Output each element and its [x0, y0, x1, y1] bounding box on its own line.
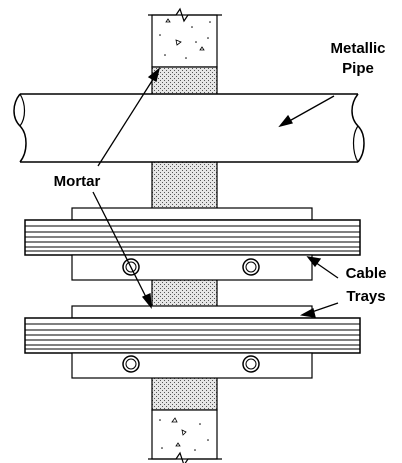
bolt-lower-right — [242, 355, 260, 373]
leader-arrows — [92, 67, 339, 318]
metallic-pipe — [13, 93, 365, 163]
label-metallic-pipe-line2: Pipe — [342, 60, 374, 77]
label-cable-trays-line1: Cable — [346, 265, 387, 282]
bolt-upper-right — [242, 258, 260, 276]
bolt-lower-left — [122, 355, 140, 373]
cable-tray-lower — [24, 305, 361, 379]
concrete-wall-top — [151, 14, 218, 68]
label-metallic-pipe-line1: Metallic — [330, 40, 385, 57]
break-line-bottom — [148, 451, 222, 463]
cable-tray-upper — [24, 207, 361, 281]
concrete-wall-bottom — [151, 409, 218, 460]
label-cable-trays-line2: Trays — [346, 288, 385, 305]
label-mortar: Mortar — [54, 173, 101, 190]
break-line-top — [148, 7, 222, 23]
